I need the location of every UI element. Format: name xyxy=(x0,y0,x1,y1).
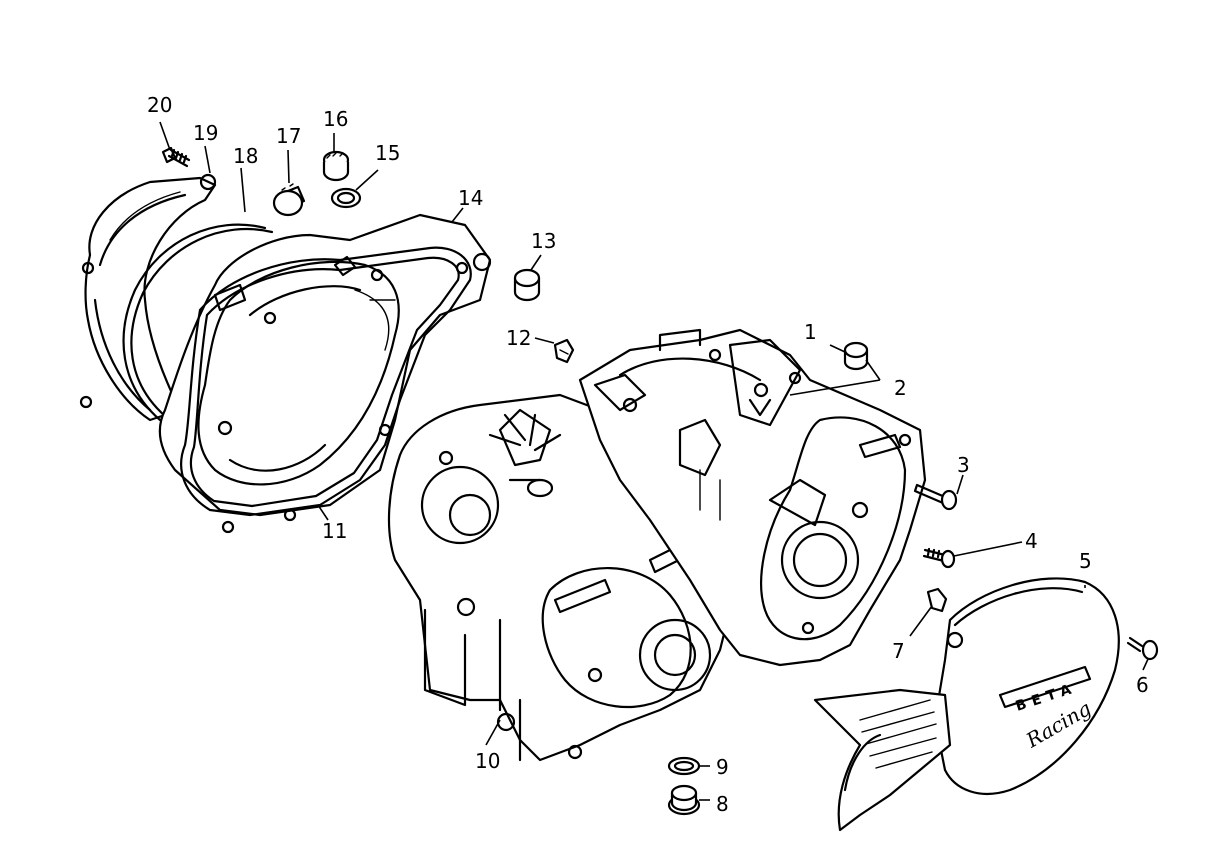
part-20-screw xyxy=(161,146,191,168)
callout-18: 18 xyxy=(233,144,258,168)
part-15-o-ring xyxy=(330,187,362,209)
callout-labels: 1 2 3 4 5 6 7 8 9 10 11 12 13 14 15 16 1… xyxy=(147,93,1149,816)
callout-1: 1 xyxy=(804,320,817,344)
callout-15: 15 xyxy=(375,141,400,165)
callout-7: 7 xyxy=(892,639,905,663)
callout-20: 20 xyxy=(147,93,172,117)
callout-3: 3 xyxy=(957,453,970,477)
part-16-plug xyxy=(322,150,350,182)
part-13-bushing xyxy=(513,268,541,302)
part-18-gasket-ring xyxy=(122,223,274,422)
part-19-clutch-cover xyxy=(79,173,217,422)
callout-19: 19 xyxy=(193,121,218,145)
callout-9: 9 xyxy=(716,755,729,779)
callout-11: 11 xyxy=(322,519,347,543)
part-8-drain-plug xyxy=(667,784,701,816)
part-1-bushing xyxy=(843,341,869,371)
callout-8: 8 xyxy=(716,792,729,816)
callout-14: 14 xyxy=(458,186,483,210)
callout-2: 2 xyxy=(894,376,907,400)
leader-lines xyxy=(159,121,1149,801)
callout-10: 10 xyxy=(475,749,500,773)
callout-5: 5 xyxy=(1079,549,1092,573)
callout-17: 17 xyxy=(276,124,301,148)
part-9-washer xyxy=(667,756,701,776)
part-2-crankcase-right xyxy=(578,328,927,667)
part-4-screw xyxy=(922,547,956,569)
part-17-plug xyxy=(272,183,306,217)
part-3-screw xyxy=(913,483,958,511)
callout-12: 12 xyxy=(506,326,531,350)
part-7-fitting xyxy=(926,587,948,613)
part-6-screw xyxy=(1126,636,1159,661)
callout-13: 13 xyxy=(531,229,556,253)
callout-4: 4 xyxy=(1025,529,1038,553)
callout-16: 16 xyxy=(323,107,348,131)
part-12-elbow-fitting xyxy=(553,338,575,364)
callout-6: 6 xyxy=(1136,673,1149,697)
part-5-ignition-cover: BETA Racing xyxy=(813,577,1120,832)
part-11-gasket xyxy=(180,246,472,517)
